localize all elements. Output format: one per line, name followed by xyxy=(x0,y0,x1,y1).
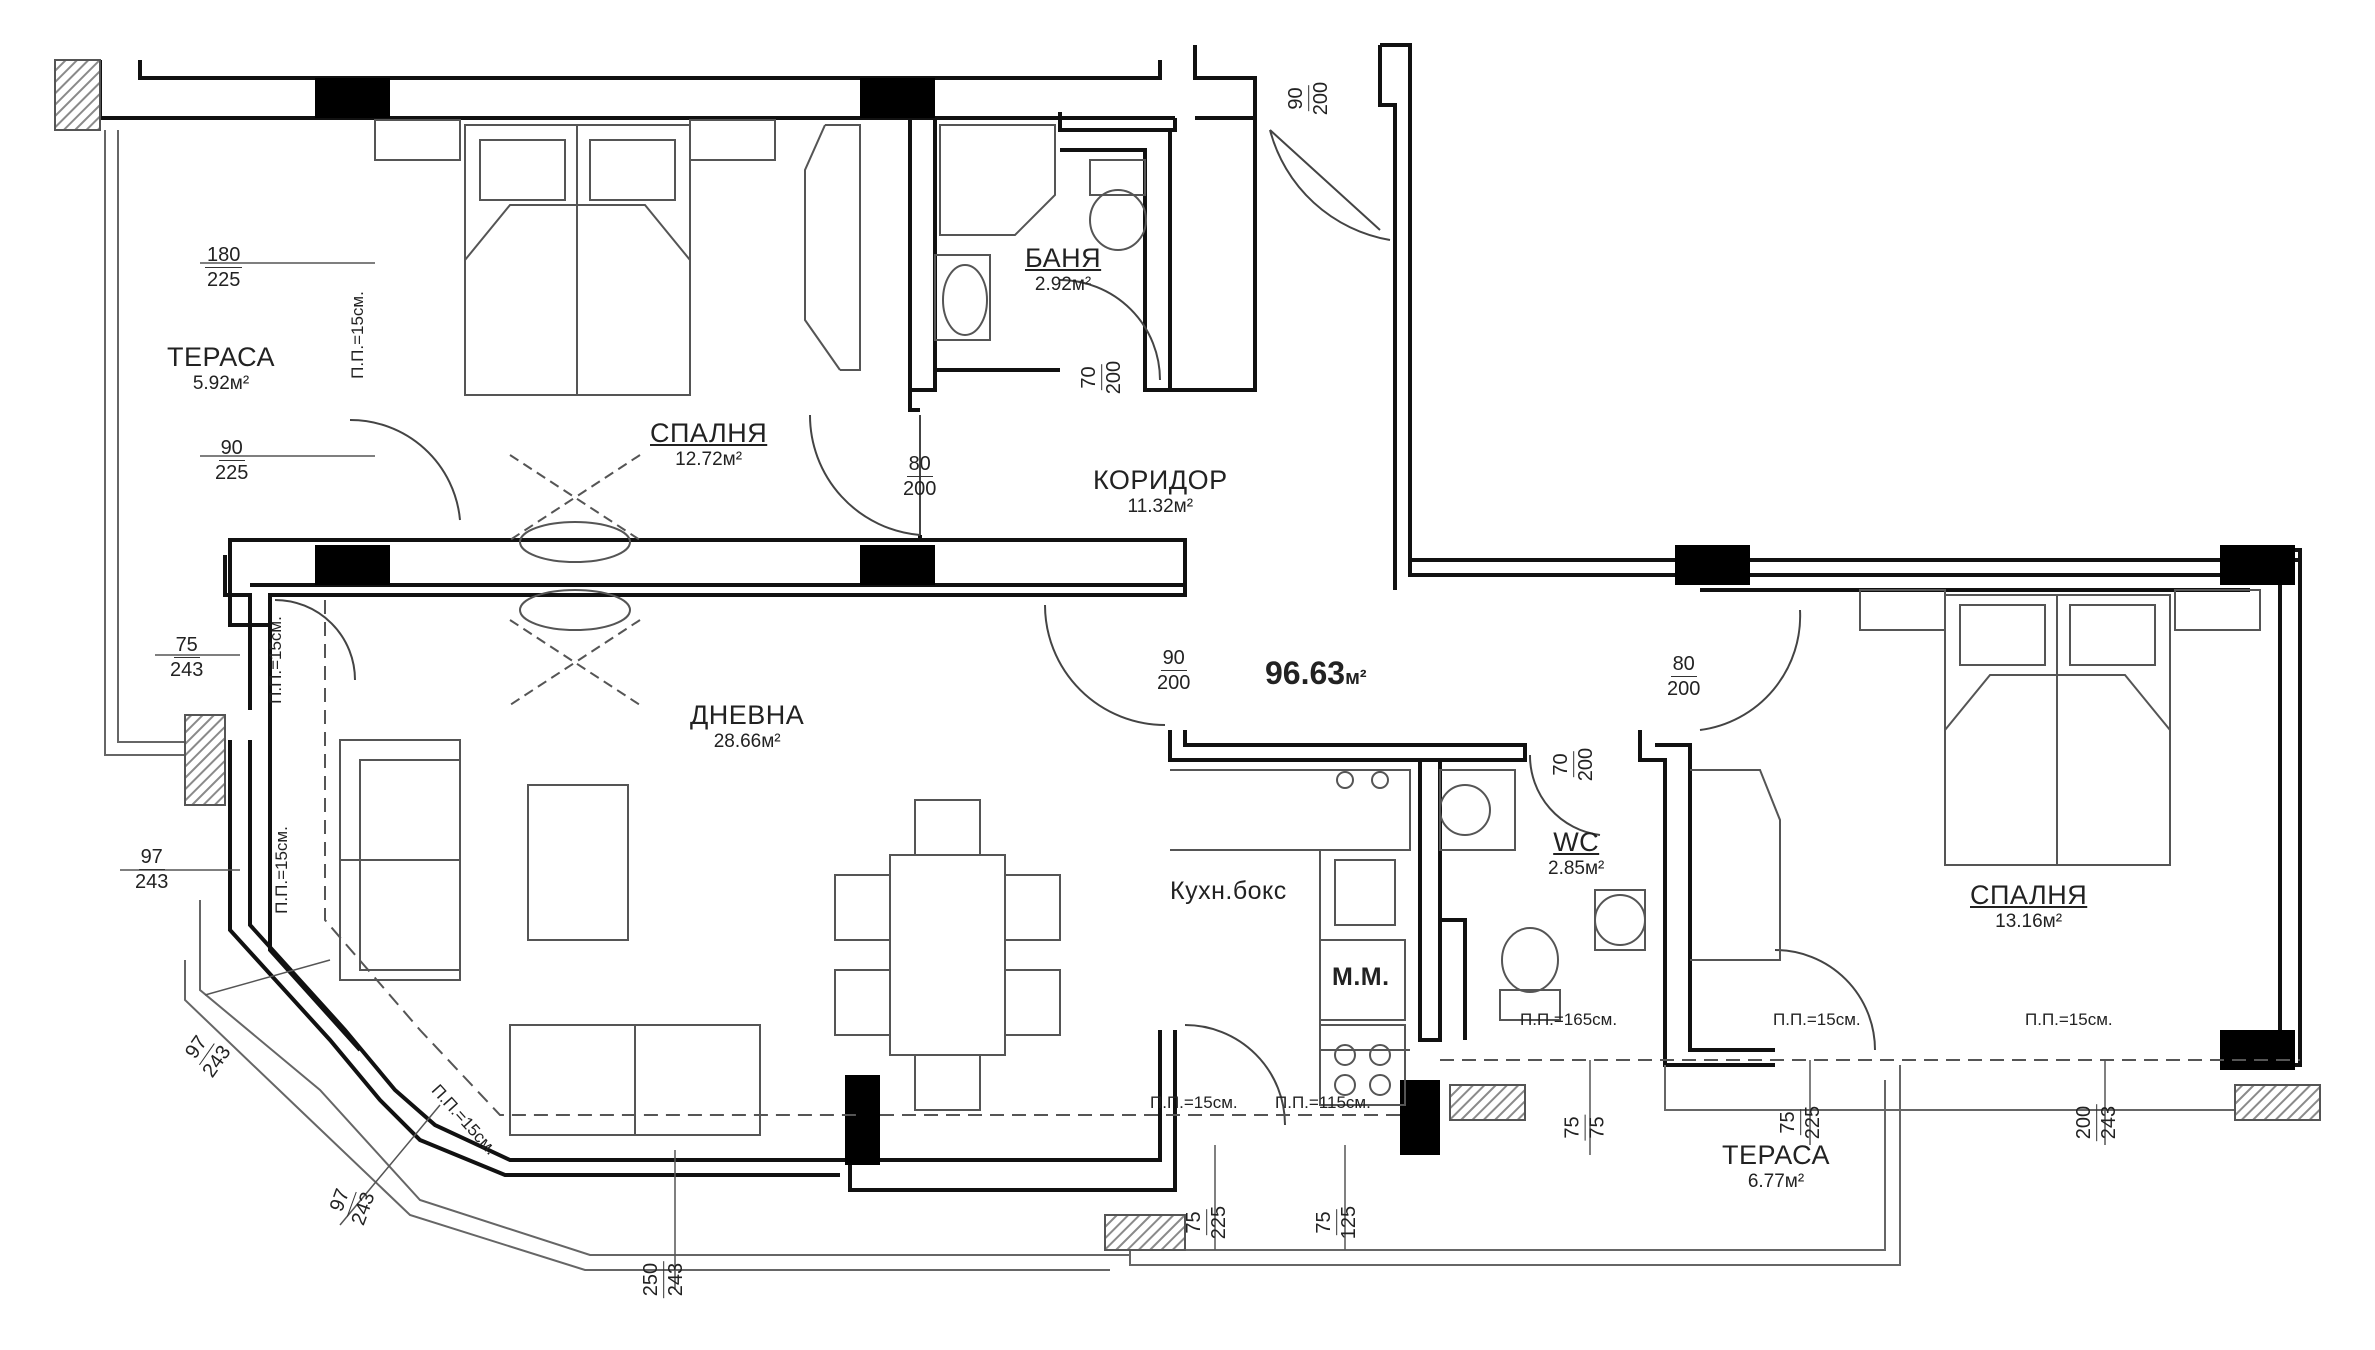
note-pp-kitchen: П.П.=115см. xyxy=(1275,1093,1371,1112)
room-name: ТЕРАСА xyxy=(1722,1140,1831,1170)
dim-width: 180 xyxy=(205,244,243,268)
room-name: ДНЕВНА xyxy=(690,700,805,730)
dim-height: 225 xyxy=(215,462,249,484)
terrace-left-outline xyxy=(104,130,185,756)
dimension-lines xyxy=(120,262,2106,1290)
room-label-bedroom1: СПАЛНЯ 12.72м² xyxy=(650,418,767,471)
dim-height: 225 xyxy=(207,269,241,291)
room-area: 2.92м² xyxy=(1034,274,1092,295)
room-label-washing: М.М. xyxy=(1332,963,1390,992)
dim-width: 75 xyxy=(1312,1209,1338,1236)
dim-width: 75 xyxy=(173,634,200,658)
room-name: СПАЛНЯ xyxy=(1970,880,2088,910)
dim-width: 200 xyxy=(2072,1103,2098,1142)
dim-width: 97 xyxy=(138,846,165,870)
room-name: СПАЛНЯ xyxy=(650,418,768,448)
room-name: WC xyxy=(1553,827,1600,857)
room-area: 28.66м² xyxy=(713,731,781,752)
note-pp-bedroom2-a: П.П.=15см. xyxy=(1773,1010,1861,1029)
dim-height: 200 xyxy=(1310,81,1333,116)
room-area: 11.32м² xyxy=(1127,496,1194,517)
dim-height: 225 xyxy=(1802,1105,1825,1140)
room-label-corridor: КОРИДОР 11.32м² xyxy=(1093,465,1228,518)
dim-width: 90 xyxy=(1284,85,1310,112)
note-pp-bedroom2-b: П.П.=15см. xyxy=(2025,1010,2113,1029)
note-pp-living-c: П.П.=15см. xyxy=(1150,1093,1238,1112)
room-name: ТЕРАСА xyxy=(167,342,276,372)
dim-living-door: 90 200 xyxy=(1157,646,1190,695)
dim-width: 75 xyxy=(1182,1209,1208,1236)
dim-width: 250 xyxy=(639,1260,665,1299)
structural-columns xyxy=(315,78,2295,1165)
note-pp-living-b: П.П.=15см. xyxy=(271,826,291,914)
dim-width: 80 xyxy=(1670,653,1697,677)
note-pp-wc: П.П.=165см. xyxy=(1520,1010,1618,1029)
room-label-living: ДНЕВНА 28.66м² xyxy=(690,700,804,753)
walls xyxy=(98,43,2320,1271)
dim-height: 200 xyxy=(1157,672,1191,694)
dim-kitchen-window-a: 75 225 xyxy=(1182,1206,1231,1239)
dim-kitchen-window-b: 75 125 xyxy=(1312,1206,1361,1239)
note-pp-living-a: П.П.=15см. xyxy=(265,616,285,704)
room-name: Кухн.бокс xyxy=(1170,877,1287,905)
dim-height: 200 xyxy=(1667,678,1701,700)
dim-bedroom2-door: 80 200 xyxy=(1667,652,1700,701)
dim-height: 200 xyxy=(1103,360,1126,395)
total-area-value: 96.63 xyxy=(1265,655,1346,691)
dim-height: 243 xyxy=(170,659,204,681)
dim-terrace1-door: 90 225 xyxy=(215,436,248,485)
room-label-bathroom: БАНЯ 2.92м² xyxy=(1025,243,1101,296)
dim-height: 200 xyxy=(1575,747,1598,782)
dim-living-window-a: 75 243 xyxy=(170,633,203,682)
dim-width: 70 xyxy=(1549,751,1575,778)
dim-height: 225 xyxy=(1208,1205,1231,1240)
room-label-bedroom2: СПАЛНЯ 13.16м² xyxy=(1970,880,2087,933)
dim-bath-door: 70 200 xyxy=(1077,361,1126,394)
dim-width: 80 xyxy=(906,453,933,477)
dim-living-window-c: 250 243 xyxy=(639,1260,688,1299)
room-name: М.М. xyxy=(1332,963,1390,991)
dim-height: 243 xyxy=(2098,1105,2121,1140)
hatched-wall-stubs xyxy=(54,59,2321,1251)
dim-bedroom2-window-b: 200 243 xyxy=(2072,1103,2121,1142)
total-area-unit: м² xyxy=(1345,667,1367,689)
dim-living-window-b: 97 243 xyxy=(135,845,168,894)
dim-height: 243 xyxy=(665,1262,688,1297)
room-label-kitchen: Кухн.бокс xyxy=(1170,877,1287,906)
dim-bedroom2-window-a: 75 225 xyxy=(1776,1106,1825,1139)
total-area-label: 96.63м² xyxy=(1265,655,1367,692)
room-area: 2.85м² xyxy=(1548,858,1605,879)
dim-bedroom1-door: 80 200 xyxy=(903,452,936,501)
window-sill-lines xyxy=(324,600,2300,1116)
room-label-wc: WC 2.85м² xyxy=(1548,827,1604,880)
dim-entrance-door: 90 200 xyxy=(1284,82,1333,115)
room-area: 13.16м² xyxy=(1995,911,2063,932)
dim-height: 75 xyxy=(1586,1116,1609,1139)
dim-height: 200 xyxy=(903,478,937,500)
dim-width: 75 xyxy=(1776,1109,1802,1136)
dim-width: 90 xyxy=(1160,647,1187,671)
door-swings xyxy=(274,129,1876,1126)
room-label-terrace2: ТЕРАСА 6.77м² xyxy=(1722,1140,1830,1193)
room-area: 6.77м² xyxy=(1747,1171,1805,1192)
dim-wc-window: 75 75 xyxy=(1560,1114,1610,1141)
room-label-terrace1: ТЕРАСА 5.92м² xyxy=(167,342,275,395)
dim-width: 75 xyxy=(1560,1114,1586,1141)
room-name: БАНЯ xyxy=(1025,243,1102,273)
furniture xyxy=(339,119,2261,1136)
room-area: 12.72м² xyxy=(675,449,743,470)
note-pp-bedroom1: П.П.=15см. xyxy=(347,291,367,379)
dim-height: 125 xyxy=(1338,1205,1361,1240)
dim-height: 243 xyxy=(135,871,169,893)
dim-width: 70 xyxy=(1077,364,1103,391)
room-area: 5.92м² xyxy=(192,373,250,394)
dim-wc-door: 70 200 xyxy=(1549,748,1598,781)
dim-width: 90 xyxy=(218,437,245,461)
room-name: КОРИДОР xyxy=(1093,465,1228,495)
dim-terrace1-window-a: 180 225 xyxy=(205,243,243,292)
